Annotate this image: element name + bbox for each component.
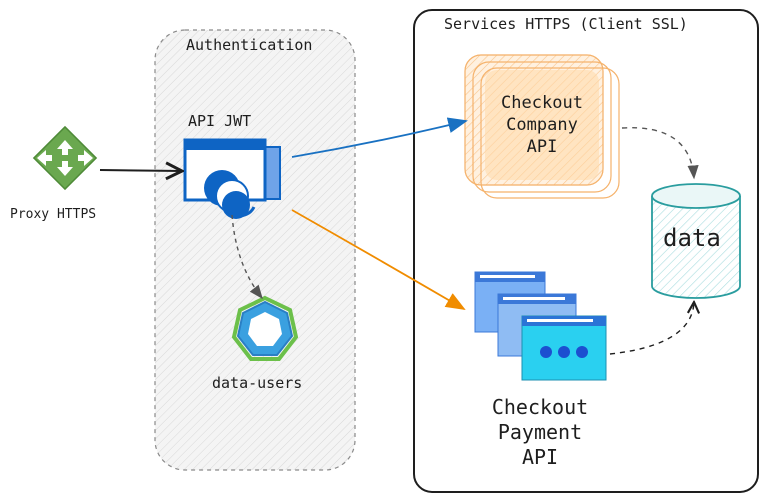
jwt-to-users-arrow (231, 214, 263, 300)
authentication-group-title: Authentication (186, 36, 313, 54)
jwt-to-payment-arrow (291, 209, 466, 310)
api-jwt-label: API JWT (188, 112, 252, 130)
checkout-company-line-2: Company (506, 115, 578, 136)
stacked-windows-icon (474, 271, 607, 381)
cylinder-icon (651, 183, 741, 299)
checkout-payment-line-3: API (521, 445, 559, 469)
checkout-payment-label: Checkout Payment API (470, 395, 610, 470)
checkout-company-node (464, 54, 620, 199)
checkout-company-label: Checkout Company API (482, 92, 602, 158)
proxy-label: Proxy HTTPS (10, 207, 97, 222)
company-to-data-arrow (621, 127, 699, 180)
checkout-company-line-1: Checkout (501, 93, 583, 113)
services-group-title: Services HTTPS (Client SSL) (444, 15, 688, 33)
data-store-label: data (663, 224, 721, 252)
services-group (413, 9, 759, 493)
jwt-to-company-arrow (291, 117, 468, 158)
payment-to-data-arrow (609, 302, 694, 355)
checkout-payment-line-1: Checkout (491, 395, 589, 419)
checkout-payment-line-2: Payment (497, 420, 583, 444)
checkout-company-line-3: API (526, 137, 558, 158)
authentication-group (154, 29, 356, 471)
database-ring-icon (231, 295, 299, 361)
proxy-router-icon (32, 125, 98, 191)
data-users-label: data-users (212, 374, 303, 392)
app-window-icon (183, 138, 281, 219)
proxy-to-jwt-arrow (99, 170, 182, 171)
